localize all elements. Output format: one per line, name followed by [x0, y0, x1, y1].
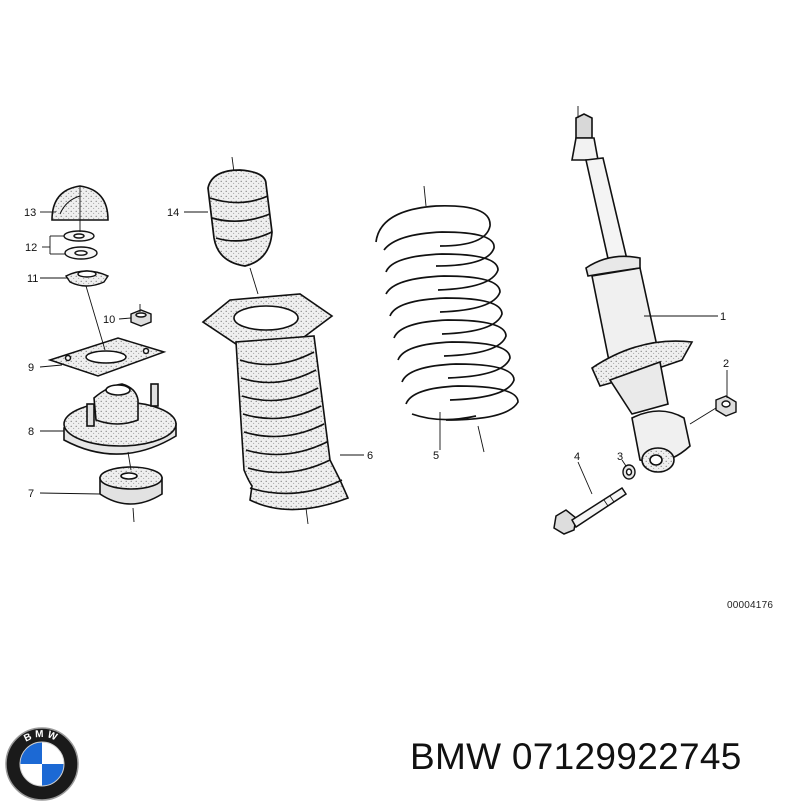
- logo-blue-quadrant-2: [42, 764, 64, 786]
- part-9-gasket: [47, 337, 167, 377]
- diagram-id: 00004176: [727, 600, 774, 611]
- callout-2: 2: [723, 358, 729, 370]
- part-5-coil-spring: [375, 185, 519, 453]
- part-brand: BMW: [410, 736, 502, 777]
- part-label: BMW 07129922745: [410, 736, 742, 778]
- callout-5: 5: [433, 450, 439, 462]
- callout-11: 11: [27, 273, 38, 285]
- part-number: 07129922745: [511, 736, 742, 777]
- callout-12: 12: [25, 242, 37, 254]
- part-4-bolt: [553, 486, 628, 535]
- callout-labels: 1 2 3 4 5 6 7 8 9 10 11 12 13 14: [24, 207, 729, 500]
- callout-7: 7: [28, 488, 34, 500]
- part-10-nut: [130, 309, 152, 327]
- left-stack-axis: [79, 186, 141, 523]
- callout-4: 4: [574, 451, 580, 463]
- part-6-dust-boot: [201, 293, 350, 525]
- part-12-washers: [63, 230, 98, 260]
- logo-blue-quadrant-1: [20, 742, 42, 764]
- part-8-strut-mount: [63, 383, 177, 455]
- part-1-shock-absorber: [571, 106, 694, 473]
- part-11-cup-washer: [64, 270, 110, 287]
- callout-6: 6: [367, 450, 373, 462]
- svg-text:BMW: BMW: [22, 729, 61, 745]
- callout-14: 14: [167, 207, 179, 219]
- callout-1: 1: [720, 311, 726, 323]
- callout-3: 3: [617, 451, 623, 463]
- callout-13: 13: [24, 207, 36, 219]
- callout-8: 8: [28, 426, 34, 438]
- part-2-nut: [689, 395, 737, 425]
- logo-lettering: BMW: [22, 729, 58, 745]
- callout-10: 10: [103, 314, 115, 326]
- part-7-rubber-pad: [99, 466, 163, 505]
- leader-lines: [39, 211, 728, 495]
- part-3-washer: [622, 464, 636, 480]
- part-14-bump-stop: [207, 156, 273, 295]
- callout-9: 9: [28, 362, 34, 374]
- bmw-logo: BMW: [5, 727, 79, 801]
